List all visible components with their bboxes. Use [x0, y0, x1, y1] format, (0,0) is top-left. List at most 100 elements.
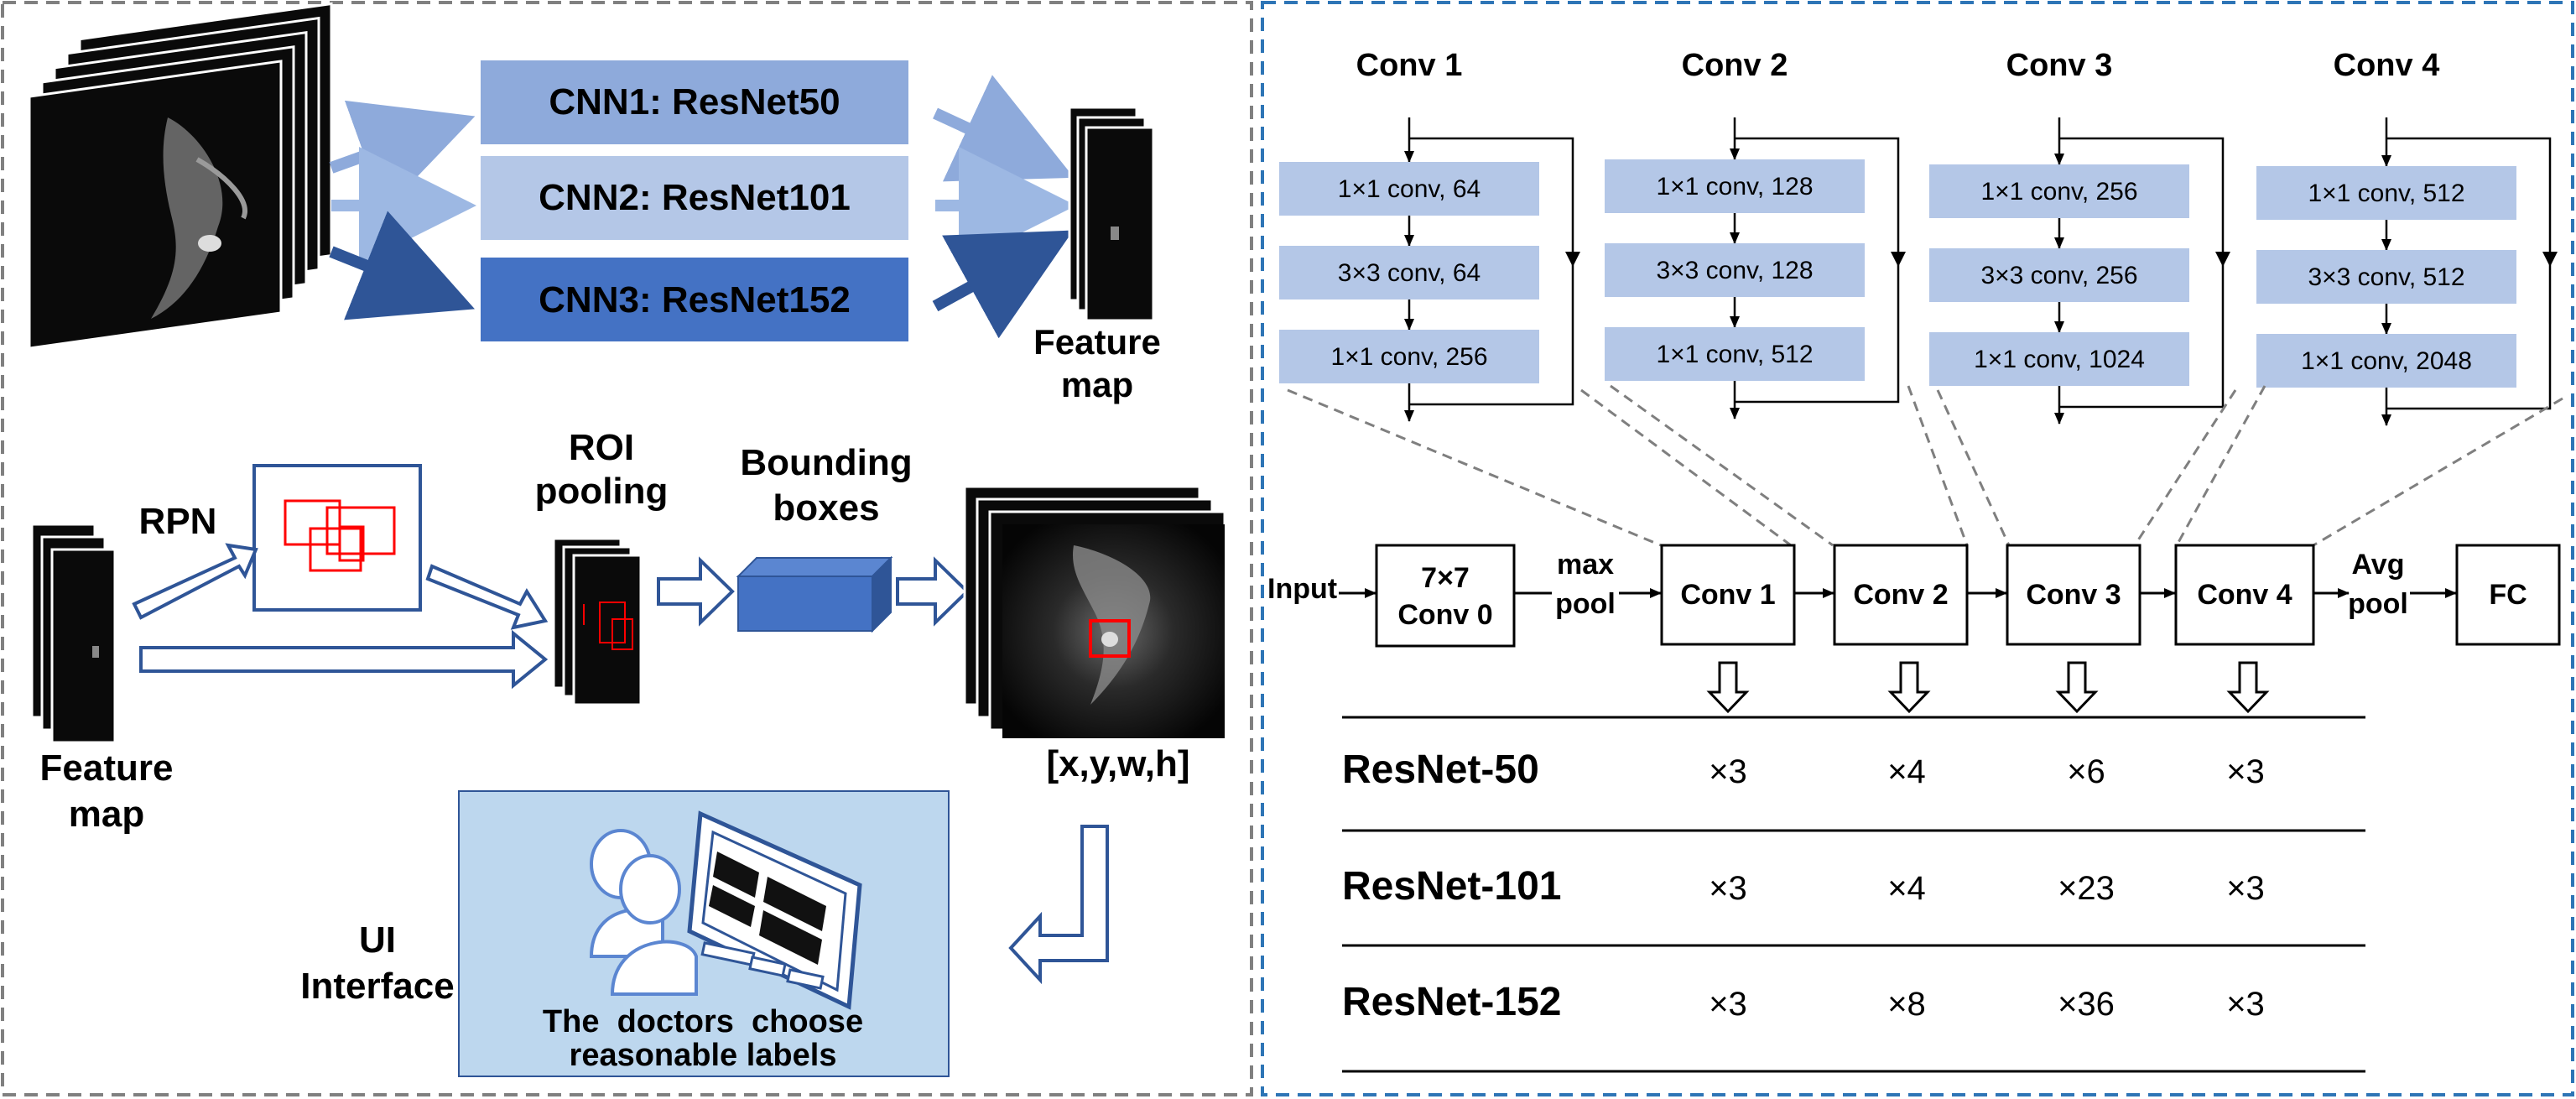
resnet-repeat-table: ResNet-50×3×4×6×3ResNet-101×3×4×23×3ResN…: [1342, 747, 2265, 1024]
layer-box: [2256, 334, 2516, 388]
rpn-label: RPN: [139, 501, 217, 542]
table-repeat-cell: ×3: [2226, 870, 2265, 907]
pipeline-conv4-label: Conv 4: [2197, 579, 2292, 611]
table-row-name: ResNet-152: [1342, 980, 1561, 1024]
doctors-label-1: The doctors choose: [543, 1004, 863, 1039]
doctors-label-2: reasonable labels: [570, 1038, 837, 1073]
cnn2-box: [481, 156, 908, 240]
layer-box: [1929, 248, 2189, 302]
conv0-label-1: 7×7: [1421, 562, 1470, 594]
layer-box: [1605, 159, 1865, 213]
avgpool-label-1: Avg: [2352, 549, 2405, 581]
table-row-name: ResNet-101: [1342, 864, 1561, 909]
doctors-icon: [589, 829, 698, 996]
layer-label: 3×3 conv, 256: [1980, 262, 2137, 289]
cnn1-label: CNN1: ResNet50: [549, 81, 840, 122]
pipeline-conv1-label: Conv 1: [1680, 579, 1775, 611]
stage-title: Conv 3: [2006, 48, 2113, 83]
feature-map-bottom-label-2: map: [69, 794, 144, 835]
layer-box: [1279, 162, 1539, 216]
ui-label-2: Interface: [300, 966, 454, 1007]
return-arrow: [1008, 825, 1109, 985]
layer-label: 1×1 conv, 256: [1980, 178, 2137, 206]
cnn3-box: [481, 258, 908, 341]
skip-connection: [1735, 137, 1900, 404]
pipeline-conv2-box: [1833, 544, 1969, 646]
feature-map-top-label-2: map: [1061, 365, 1133, 404]
layer-box: [1605, 327, 1865, 381]
conv0-label-2: Conv 0: [1397, 599, 1492, 631]
fc-box: [2455, 544, 2561, 646]
pipeline-conv4-box: [2174, 544, 2315, 646]
stage-block-1: Conv 11×1 conv, 643×3 conv, 641×1 conv, …: [1279, 48, 1580, 422]
stage-block-3: Conv 3 1×1 conv, 256 3×3 conv, 256 1×1 conv…: [1929, 48, 2230, 424]
table-row: ResNet-50 ×3 ×4 ×6 ×3: [1342, 747, 2265, 792]
resnet-stages: Conv 11×1 conv, 643×3 conv, 641×1 conv, …: [1279, 48, 2558, 426]
table-repeat-cell: ×3: [2226, 753, 2265, 790]
avgpool-label-2: pool: [2348, 588, 2408, 620]
cnn3-label: CNN3: ResNet152: [539, 279, 851, 320]
layer-label: 1×1 conv, 512: [1656, 341, 1813, 368]
left-panel-border: [1, 1, 1253, 1096]
table-repeat-cell: ×4: [1887, 870, 1926, 907]
monitor-icon: [687, 810, 862, 1010]
maxpool-label-1: max: [1557, 549, 1614, 581]
table-repeat-cell: ×3: [1709, 753, 1747, 790]
rpn-box: [252, 464, 422, 612]
table-repeat-cell: ×3: [1709, 870, 1747, 907]
skip-connection: [2386, 137, 2552, 410]
arrow-to-cnn3: [329, 211, 475, 320]
layer-label: 3×3 conv, 64: [1338, 259, 1481, 287]
layer-box: [2256, 166, 2516, 220]
fc-label: FC: [2489, 579, 2527, 611]
table-repeat-cell: ×6: [2067, 753, 2105, 790]
table-rules: [1342, 716, 2365, 1073]
layer-box: [1279, 246, 1539, 299]
conv0-box: [1375, 544, 1516, 648]
coords-label: [x,y,w,h]: [1046, 743, 1189, 784]
table-row: ResNet-101 ×3 ×4 ×23 ×3: [1342, 864, 2265, 909]
stage-title: Conv 1: [1356, 48, 1463, 83]
layer-label: 1×1 conv, 256: [1330, 343, 1487, 371]
ui-label-1: UI: [359, 919, 396, 961]
feature-map-top-label-1: Feature: [1033, 322, 1161, 362]
table-repeat-cell: ×4: [1887, 753, 1926, 790]
arrow-to-cnn1: [329, 100, 476, 211]
table-repeat-cell: ×8: [1887, 986, 1926, 1023]
layer-label: 1×1 conv, 1024: [1974, 346, 2145, 373]
bbox-label-2: boxes: [773, 487, 879, 529]
rpn-proposals: [284, 499, 396, 572]
pipeline: Input 7×7 Conv 0 max pool Conv 1 Conv 2 …: [1267, 544, 2561, 648]
table-row: ResNet-152 ×3 ×8 ×36 ×3: [1342, 980, 2265, 1024]
roi-label-2: pooling: [535, 471, 669, 512]
hollow-arrows: [132, 543, 970, 690]
mri-image-stack: [28, 2, 333, 350]
table-repeat-cell: ×3: [2226, 986, 2265, 1023]
table-row-name: ResNet-50: [1342, 747, 1539, 792]
arrow-cnn1-out: [933, 75, 1075, 182]
cnn1-box: [481, 60, 908, 144]
pipeline-conv2-label: Conv 2: [1853, 579, 1948, 611]
roi-pooling-stack: [552, 537, 643, 706]
pipeline-conv1-box: [1660, 544, 1796, 646]
table-repeat-cell: ×36: [2058, 986, 2115, 1023]
pipeline-conv3-label: Conv 3: [2026, 579, 2121, 611]
cnn2-label: CNN2: ResNet101: [539, 177, 851, 218]
skip-connection: [2059, 137, 2225, 409]
layer-box: [1279, 330, 1539, 383]
bounding-box-cuboid: [736, 555, 893, 633]
layer-label: 1×1 conv, 128: [1656, 173, 1813, 201]
table-repeat-cell: ×3: [1709, 986, 1747, 1023]
table-repeat-cell: ×23: [2058, 870, 2115, 907]
bbox-label-1: Bounding: [740, 442, 912, 483]
feature-map-top-stack: [1068, 106, 1155, 322]
skip-connection: [1409, 137, 1574, 406]
output-mri-stack: [963, 485, 1226, 738]
pipeline-input-label: Input: [1267, 573, 1337, 605]
maxpool-label-2: pool: [1555, 588, 1616, 620]
stage-title: Conv 4: [2334, 48, 2440, 83]
feature-map-bottom-stack: [30, 523, 117, 744]
